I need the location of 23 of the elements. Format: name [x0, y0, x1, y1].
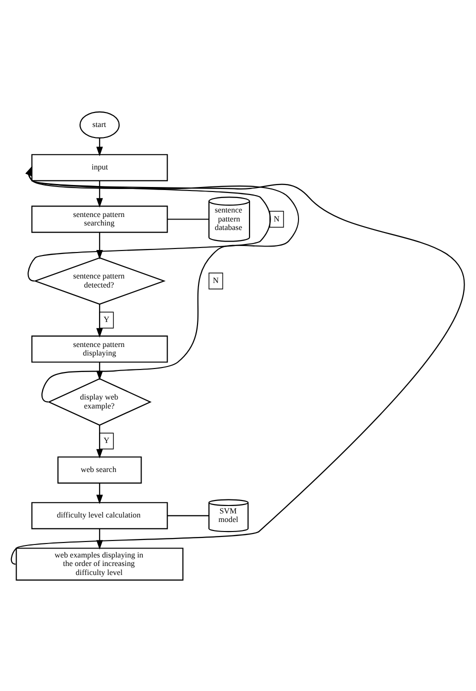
arrow	[96, 138, 103, 156]
edge-label: N	[212, 276, 219, 285]
node-box: sentence pattern searching	[31, 205, 168, 232]
connector	[167, 218, 209, 220]
arrow	[96, 482, 103, 504]
edge-label: N	[274, 214, 280, 223]
arrow	[12, 166, 465, 564]
node-box: sentence pattern displaying	[31, 335, 168, 362]
node-box: web examples displaying in the order of increasing difficulty level	[16, 547, 184, 580]
node-box: web search	[57, 456, 142, 484]
arrow	[96, 424, 103, 458]
node-ellipse: start	[80, 110, 120, 138]
node-box: difficulty level calculation	[31, 502, 168, 529]
arrow	[96, 180, 103, 208]
edge-label: Y	[104, 436, 110, 445]
connector	[167, 514, 209, 516]
edge-label: Y	[104, 314, 110, 324]
arrow	[25, 166, 271, 281]
node-diamond: sentence pattern detected?	[34, 256, 166, 304]
node-diamond: display web example?	[48, 378, 152, 426]
node-box: input	[31, 154, 168, 181]
arrow	[96, 304, 103, 338]
arrow	[25, 166, 299, 402]
